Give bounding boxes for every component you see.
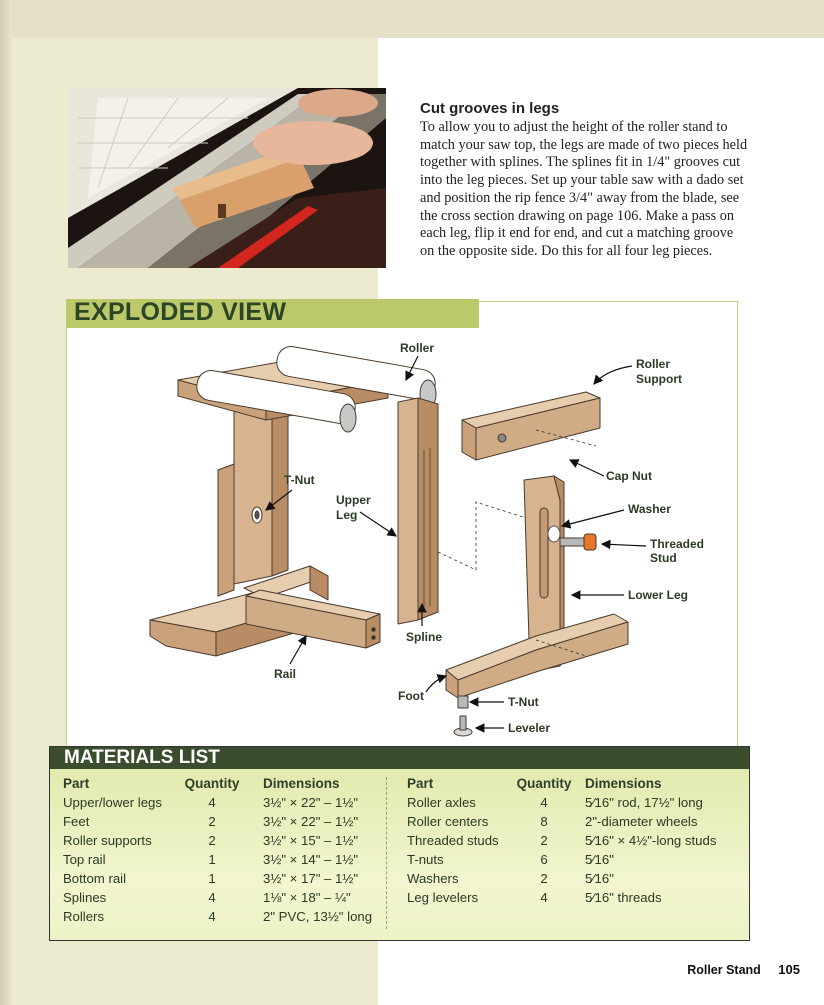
quantity-cell: 8 — [540, 814, 548, 829]
quantity-cell: 4 — [208, 909, 216, 924]
table-row: Feet 2 3½" × 22" – 1½" — [63, 812, 393, 831]
label-roller-support-1: Roller — [636, 357, 670, 371]
label-leveler: Leveler — [508, 721, 550, 735]
label-threaded-stud-2: Stud — [650, 551, 677, 565]
table-row: Threaded studs 2 5⁄16" × 4½"-long studs — [407, 831, 731, 850]
quantity-cell: 1 — [208, 852, 216, 867]
part-cell: Leg levelers — [407, 890, 479, 905]
dimensions-cell: 5⁄16" threads — [585, 890, 662, 905]
part-cell: Upper/lower legs — [63, 795, 162, 810]
materials-table-right: Part Quantity Dimensions Roller axles 4 5⁄… — [407, 774, 731, 907]
dimensions-cell: 3½" × 22" – 1½" — [263, 795, 359, 810]
table-row: Roller supports 2 3½" × 15" – 1½" — [63, 831, 393, 850]
table-saw-photo — [68, 88, 386, 268]
tip-heading: Cut grooves in legs — [420, 100, 560, 117]
dimensions-cell: 3½" × 14" – 1½" — [263, 852, 359, 867]
col-header-part: Part — [407, 776, 434, 791]
label-roller: Roller — [400, 341, 434, 355]
table-row: T-nuts 6 5⁄16" — [407, 850, 731, 869]
materials-list-header-bar: MATERIALS LIST — [50, 747, 749, 769]
quantity-cell: 2 — [208, 814, 216, 829]
label-washer: Washer — [628, 502, 671, 516]
dimensions-cell: 3½" × 17" – 1½" — [263, 871, 359, 886]
dimensions-cell: 1⅛" × 18" – ¼" — [263, 890, 351, 905]
dimensions-cell: 5⁄16" — [585, 852, 614, 867]
materials-list-title: MATERIALS LIST — [64, 747, 220, 768]
label-t-nut-bottom: T-Nut — [508, 695, 539, 709]
col-header-dimensions: Dimensions — [585, 776, 662, 791]
dimensions-cell: 2" PVC, 13½" long — [263, 909, 373, 924]
quantity-cell: 2 — [208, 833, 216, 848]
tip-body: To allow you to adjust the height of the… — [420, 119, 748, 259]
dimensions-cell: 5⁄16" × 4½"-long studs — [585, 833, 717, 848]
part-cell: Roller centers — [407, 814, 489, 829]
materials-header-row: Part Quantity Dimensions — [407, 774, 731, 793]
tip-section: Cut grooves in legs To allow you to adju… — [420, 100, 750, 261]
materials-list: MATERIALS LIST Part Quantity Dimensions … — [49, 746, 750, 941]
dimensions-cell: 3½" × 15" – 1½" — [263, 833, 359, 848]
dimensions-cell: 5⁄16" — [585, 871, 614, 886]
quantity-cell: 4 — [208, 890, 216, 905]
col-header-part: Part — [63, 776, 90, 791]
label-upper-leg-1: Upper — [336, 493, 371, 507]
quantity-cell: 2 — [540, 871, 548, 886]
label-rail: Rail — [274, 667, 296, 681]
dimensions-cell: 2"-diameter wheels — [585, 814, 698, 829]
exploded-view-title: EXPLODED VIEW — [74, 298, 287, 326]
quantity-cell: 4 — [208, 795, 216, 810]
quantity-cell: 4 — [540, 890, 548, 905]
part-cell: Roller axles — [407, 795, 476, 810]
label-upper-leg-2: Leg — [336, 508, 357, 522]
page-number: 105 — [778, 962, 800, 977]
table-row: Upper/lower legs 4 3½" × 22" – 1½" — [63, 793, 393, 812]
roller-stand-drawing: Roller Roller Support T-Nut Upper Leg Ca… — [149, 341, 704, 737]
col-header-quantity: Quantity — [184, 776, 240, 791]
quantity-cell: 6 — [540, 852, 548, 867]
label-cap-nut: Cap Nut — [606, 469, 652, 483]
upper-leg-part — [397, 397, 419, 625]
label-foot: Foot — [398, 689, 424, 703]
materials-header-row: Part Quantity Dimensions — [63, 774, 393, 793]
page-binding — [0, 0, 12, 1005]
foot-left-front — [149, 619, 217, 657]
part-cell: Washers — [407, 871, 459, 886]
table-row: Splines 4 1⅛" × 18" – ¼" — [63, 888, 393, 907]
table-saw-illustration — [68, 88, 386, 268]
materials-column-divider — [386, 777, 387, 929]
materials-table-left: Part Quantity Dimensions Upper/lower leg… — [63, 774, 393, 926]
label-spline: Spline — [406, 630, 442, 644]
part-cell: Splines — [63, 890, 107, 905]
part-cell: Top rail — [63, 852, 106, 867]
part-cell: Feet — [63, 814, 90, 829]
quantity-cell: 4 — [540, 795, 548, 810]
part-cell: T-nuts — [407, 852, 444, 867]
page-footer: Roller Stand 105 — [687, 962, 800, 977]
label-roller-support-2: Support — [636, 372, 682, 386]
col-header-quantity: Quantity — [516, 776, 572, 791]
table-row: Rollers 4 2" PVC, 13½" long — [63, 907, 393, 926]
part-cell: Roller supports — [63, 833, 152, 848]
table-row: Roller centers 8 2"-diameter wheels — [407, 812, 731, 831]
footer-section-name: Roller Stand — [687, 963, 761, 977]
quantity-cell: 1 — [208, 871, 216, 886]
exploded-view-diagram: Roller Roller Support T-Nut Upper Leg Ca… — [66, 330, 736, 748]
label-threaded-stud-1: Threaded — [650, 537, 704, 551]
dimensions-cell: 5⁄16" rod, 17½" long — [585, 795, 703, 810]
exploded-view-header-bar — [66, 299, 479, 328]
dimensions-cell: 3½" × 22" – 1½" — [263, 814, 359, 829]
quantity-cell: 2 — [540, 833, 548, 848]
page-top-margin — [0, 0, 824, 38]
table-row: Top rail 1 3½" × 14" – 1½" — [63, 850, 393, 869]
label-t-nut-top: T-Nut — [284, 473, 315, 487]
table-row: Bottom rail 1 3½" × 17" – 1½" — [63, 869, 393, 888]
table-row: Leg levelers 4 5⁄16" threads — [407, 888, 731, 907]
label-lower-leg: Lower Leg — [628, 588, 688, 602]
table-row: Roller axles 4 5⁄16" rod, 17½" long — [407, 793, 731, 812]
col-header-dimensions: Dimensions — [263, 776, 340, 791]
table-row: Washers 2 5⁄16" — [407, 869, 731, 888]
part-cell: Threaded studs — [407, 833, 499, 848]
part-cell: Rollers — [63, 909, 105, 924]
part-cell: Bottom rail — [63, 871, 127, 886]
